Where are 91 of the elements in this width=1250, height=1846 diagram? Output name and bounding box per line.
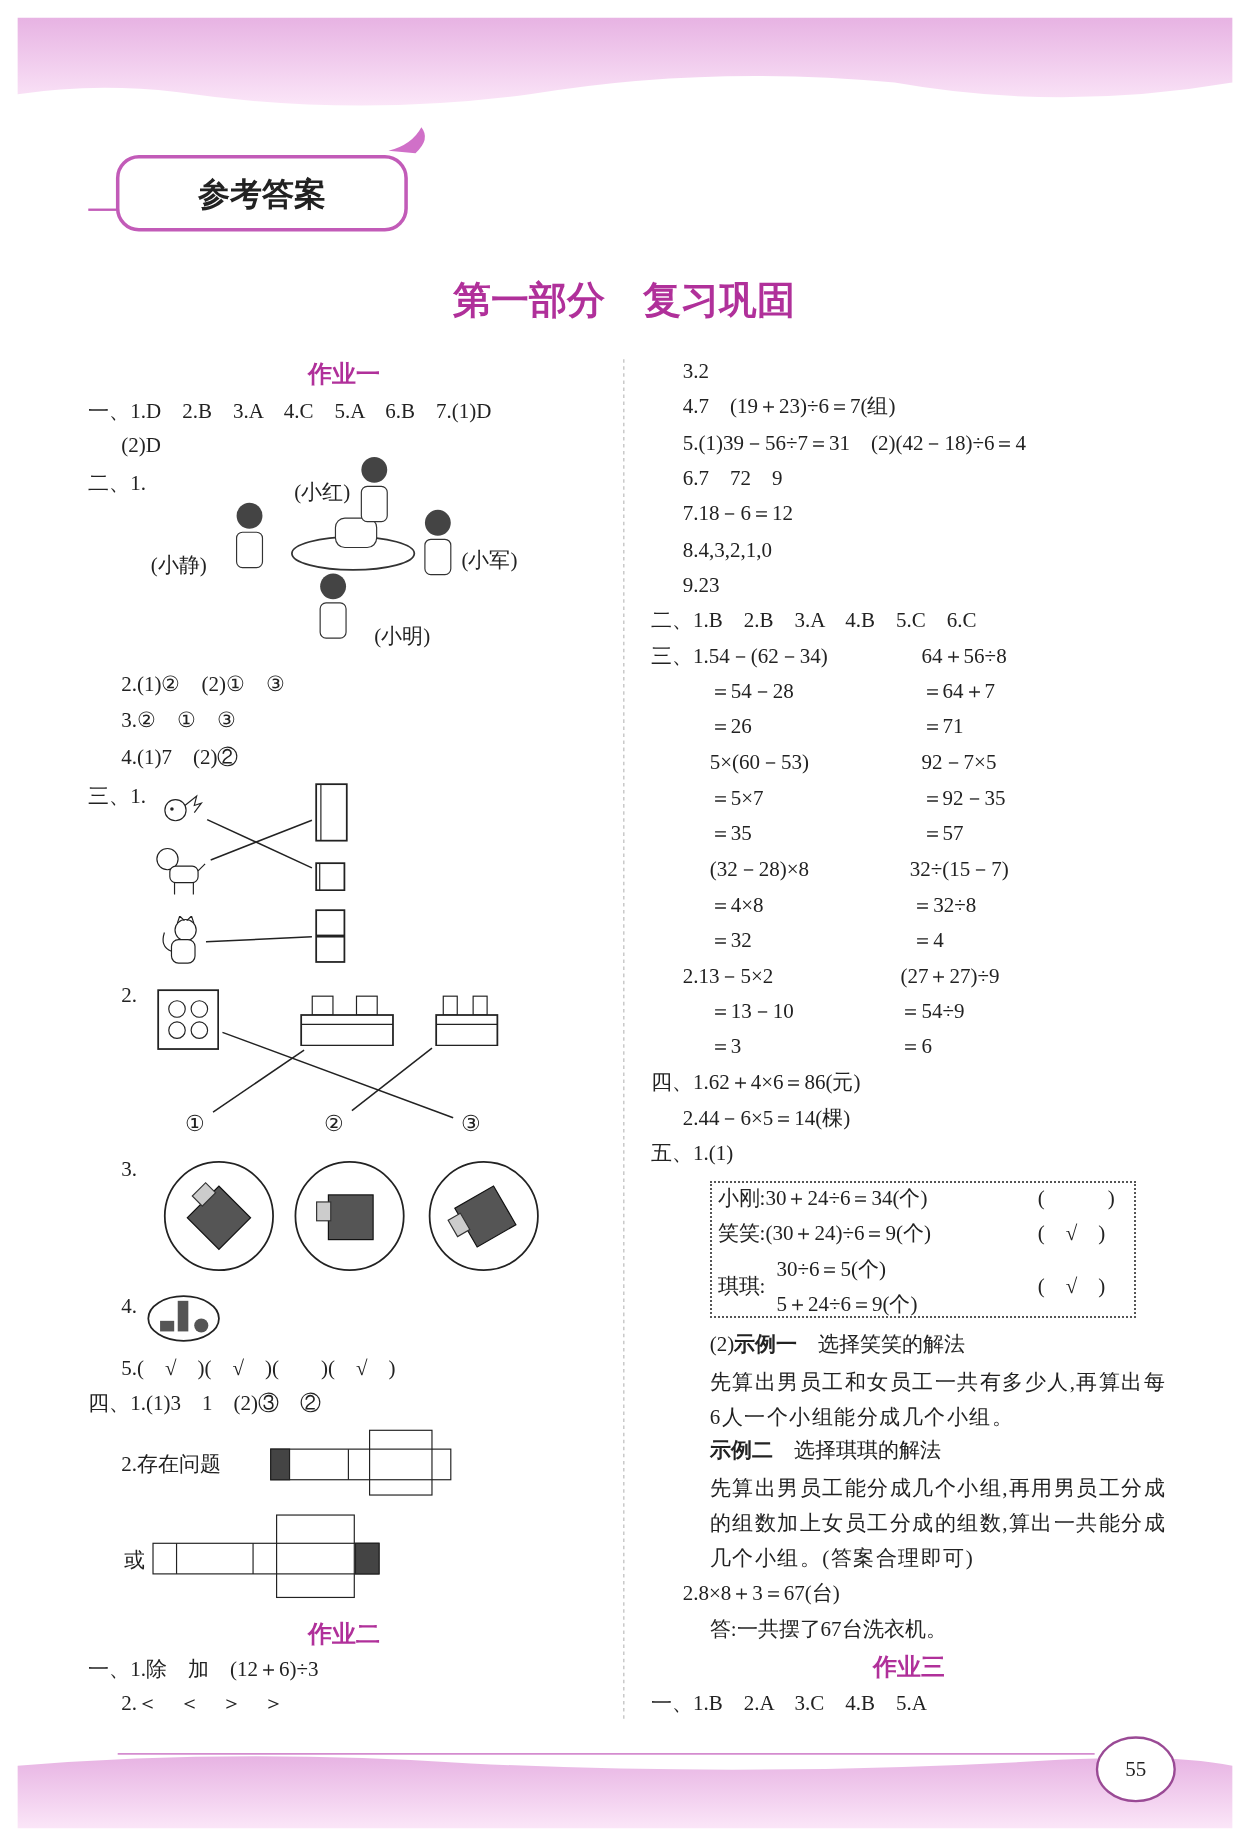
calculation-step: ＝54－28 <box>709 677 794 704</box>
answer-line: 2.(1)② (2)① ③ <box>121 670 285 697</box>
calculation-step: 5×(60－53) <box>709 748 810 775</box>
calculation-step: ＝26 <box>709 713 752 740</box>
question-number: 三、1. <box>88 782 146 809</box>
matching-line <box>221 1031 454 1119</box>
matching-line <box>351 1047 433 1112</box>
solution-line: 小刚:30＋24÷6＝34(个) <box>717 1184 928 1211</box>
judgement-mark: ( ) <box>1037 1184 1115 1211</box>
explanation-paragraph: 先算出男员工和女员工一共有多少人,再算出每6人一个小组能分成几个小组。 <box>709 1369 1168 1432</box>
option-number: ① <box>181 1111 210 1137</box>
judgement-mark: ( √ ) <box>1037 1273 1106 1300</box>
answer-line: 2.存在问题 <box>121 1451 221 1478</box>
answer-line: 2.44－6×5＝14(棵) <box>682 1105 851 1132</box>
answer-line: 答:一共摆了67台洗衣机。 <box>709 1616 947 1642</box>
answer-line: 5.( √ )( √ )( )( √ ) <box>121 1354 396 1381</box>
solution-line: 琪琪: <box>717 1273 766 1300</box>
calculation-step: ＝54÷9 <box>900 998 965 1025</box>
answer-line: (2)D <box>121 431 161 458</box>
answer-line: 二、1.B 2.B 3.A 4.B 5.C 6.C <box>650 607 977 634</box>
answer-line: 2.＜ ＜ ＞ ＞ <box>121 1690 284 1717</box>
question-number: 3. <box>121 1155 137 1182</box>
solution-line: 笑笑:(30＋24)÷6＝9(个) <box>717 1220 931 1247</box>
calculation-step: 32÷(15－7) <box>909 855 1009 882</box>
calculation-step: ＝64＋7 <box>921 677 996 704</box>
calculation-step: 2.13－5×2 <box>682 962 774 989</box>
answer-line: 示例二 选择琪琪的解法 <box>709 1437 941 1464</box>
calculation-step: ＝57 <box>921 820 964 847</box>
matching-line <box>205 936 313 943</box>
calculation-step: ＝92－35 <box>921 785 1006 811</box>
calculation-step: (32－28)×8 <box>709 855 810 882</box>
calculation-step: 三、1.54－(62－34) <box>650 642 828 669</box>
answer-line: 9.23 <box>682 571 720 598</box>
answer-line: 2.8×8＋3＝67(台) <box>682 1579 840 1606</box>
answer-line: 3.② ① ③ <box>121 707 236 734</box>
calculation-step: (27＋27)÷9 <box>900 962 1000 989</box>
matching-line <box>206 818 313 869</box>
calculation-step: 64＋56÷8 <box>921 642 1007 669</box>
solution-line: 5＋24÷6＝9(个) <box>776 1290 918 1317</box>
calculation-step: 92－7×5 <box>921 748 997 775</box>
refrigerator-drawing <box>315 908 347 963</box>
name-label: (小红) <box>294 479 351 505</box>
explanation-paragraph: 先算出男员工能分成几个小组,再用男员工分成的组数加上女员工分成的组数,算出一共能分成几个小组。(答案合理即可) <box>709 1475 1168 1573</box>
answer-line: 四、1.(1)3 1 (2)③ ② <box>88 1390 321 1416</box>
option-number: ③ <box>456 1111 485 1137</box>
section-heading: 第一部分 复习巩固 <box>452 278 795 324</box>
option-number: ② <box>320 1111 349 1137</box>
name-label: (小军) <box>461 547 518 574</box>
calculation-step: ＝4×8 <box>709 892 764 919</box>
question-number: 4. <box>121 1293 137 1320</box>
answer-line: 或 <box>123 1546 145 1573</box>
answer-line: 7.18－6＝12 <box>682 500 793 527</box>
answer-line: 一、1.B 2.A 3.C 4.B 5.A <box>650 1690 927 1717</box>
calculation-step: ＝4 <box>912 927 944 954</box>
answer-line: 一、1.D 2.B 3.A 4.C 5.A 6.B 7.(1)D <box>88 397 492 424</box>
assignment-heading: 作业三 <box>872 1653 945 1680</box>
calculation-step: ＝3 <box>709 1033 742 1060</box>
answer-line: 五、1.(1) <box>650 1140 734 1167</box>
matching-line <box>212 1049 305 1113</box>
calculation-step: ＝35 <box>709 820 752 847</box>
answer-line: 5.(1)39－56÷7＝31 (2)(42－18)÷6＝4 <box>682 429 1026 456</box>
building-block-drawing <box>435 994 500 1047</box>
answer-line: 四、1.62＋4×6＝86(元) <box>650 1068 861 1095</box>
judgement-mark: ( √ ) <box>1037 1220 1106 1247</box>
answer-line: 4.(1)7 (2)② <box>121 743 239 770</box>
calculation-step: ＝5×7 <box>709 785 764 811</box>
calculation-step: ＝6 <box>900 1033 932 1060</box>
answer-line: 3.2 <box>682 357 709 384</box>
answer-line: 一、1.除 加 (12＋6)÷3 <box>88 1656 319 1682</box>
name-label: (小明) <box>374 622 431 649</box>
answer-line: 6.7 72 9 <box>682 464 783 491</box>
assignment-heading: 作业二 <box>307 1620 380 1647</box>
calculation-step: ＝71 <box>921 713 964 740</box>
calculation-step: ＝13－10 <box>709 998 794 1025</box>
matching-line <box>209 819 313 861</box>
page-number: 55 <box>1125 1756 1147 1783</box>
calculation-step: ＝32÷8 <box>912 892 977 919</box>
question-number: 二、1. <box>88 469 146 496</box>
answer-line: 4.7 (19＋23)÷6＝7(组) <box>682 393 896 420</box>
page-title: 参考答案 <box>196 175 327 215</box>
name-label: (小静) <box>150 551 207 578</box>
answer-line: 8.4,3,2,1,0 <box>682 536 772 563</box>
cabinet-drawing <box>315 782 349 842</box>
assignment-heading: 作业一 <box>307 361 380 388</box>
question-number: 2. <box>121 981 137 1008</box>
box-drawing <box>315 861 347 891</box>
dotted-answer-box <box>709 1180 1136 1319</box>
building-block-drawing <box>300 994 395 1047</box>
stove-top-drawing <box>156 988 219 1050</box>
calculation-step: ＝32 <box>709 927 752 954</box>
solution-line: 30÷6＝5(个) <box>776 1255 886 1282</box>
